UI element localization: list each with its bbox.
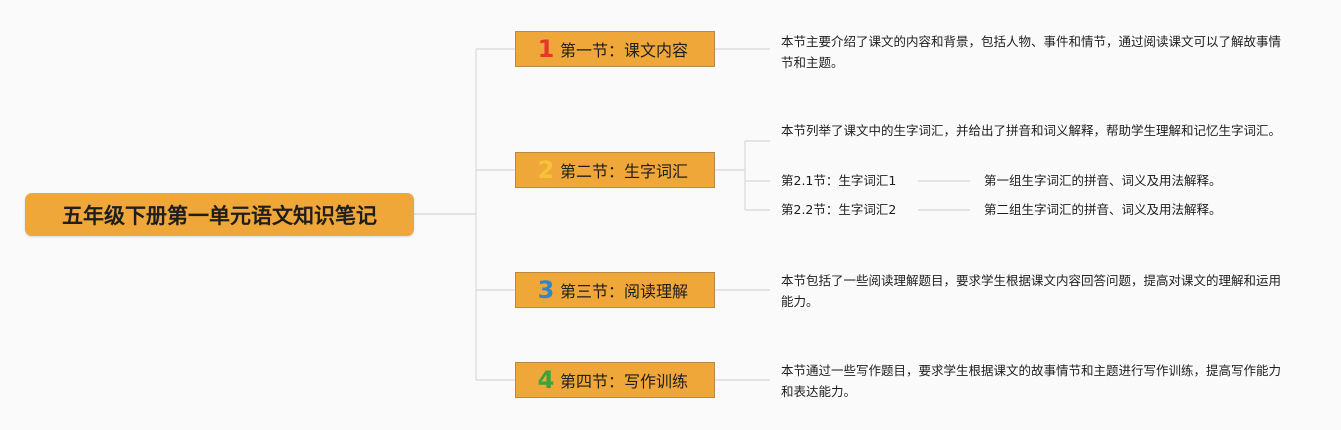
section-title: 第一节：课文内容 [560,41,689,60]
number-1-icon: 1 [537,35,555,63]
section-node-4[interactable]: 4 第四节：写作训练 [515,362,715,398]
section-node-3[interactable]: 3 第三节：阅读理解 [515,272,715,308]
number-2-icon: 2 [537,156,555,184]
section-title: 第三节：阅读理解 [560,282,689,301]
subsection-2-1-detail[interactable]: 第一组生字词汇的拼音、词义及用法解释。 [984,173,1222,188]
section-4-description[interactable]: 本节通过一些写作题目，要求学生根据课文的故事情节和主题进行写作训练，提高写作能力… [781,363,1282,399]
section-node-1[interactable]: 1 第一节：课文内容 [515,31,715,67]
root-topic[interactable]: 五年级下册第一单元语文知识笔记 [25,193,414,236]
section-3-description[interactable]: 本节包括了一些阅读理解题目，要求学生根据课文内容回答问题，提高对课文的理解和运用… [781,273,1282,309]
subsection-2-2-label[interactable]: 第2.2节：生字词汇2 [781,202,897,217]
section-2-description[interactable]: 本节列举了课文中的生字词汇，并给出了拼音和词义解释，帮助学生理解和记忆生字词汇。 [781,123,1282,138]
subsection-2-2-detail[interactable]: 第二组生字词汇的拼音、词义及用法解释。 [984,202,1222,217]
section-1-description[interactable]: 本节主要介绍了课文的内容和背景，包括人物、事件和情节，通过阅读课文可以了解故事情… [781,34,1282,70]
number-3-icon: 3 [537,276,555,304]
subsection-2-1-label[interactable]: 第2.1节：生字词汇1 [781,173,897,188]
root-title: 五年级下册第一单元语文知识笔记 [62,203,377,228]
section-node-2[interactable]: 2 第二节：生字词汇 [515,152,715,188]
section-title: 第二节：生字词汇 [560,162,689,181]
section-title: 第四节：写作训练 [560,372,689,391]
number-4-icon: 4 [537,366,555,394]
